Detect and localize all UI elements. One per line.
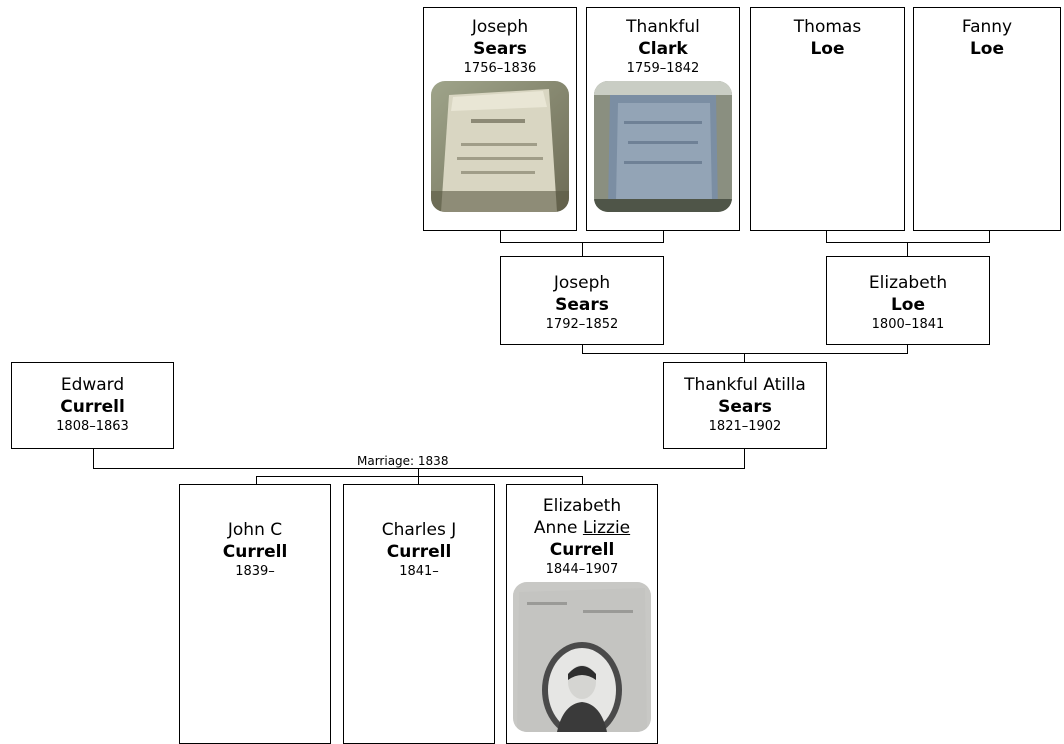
person-fanny-loe[interactable]: Fanny Loe [913, 7, 1061, 231]
life-years: 1759–1842 [626, 61, 700, 76]
connector [500, 231, 501, 243]
surname: Sears [555, 295, 609, 315]
person-john-c-currell[interactable]: John C Currell 1839– [179, 484, 331, 744]
given-name: Joseph [471, 17, 529, 37]
life-years: 1839– [235, 564, 275, 579]
middle-name: Anne [533, 518, 578, 538]
given-name: Elizabeth [868, 273, 948, 293]
surname: Sears [718, 397, 772, 417]
surname: Sears [473, 39, 527, 59]
connector [418, 476, 419, 485]
given-name: Fanny [961, 17, 1013, 37]
connector [744, 449, 745, 469]
surname: Currell [549, 540, 615, 560]
given-name: Thankful [626, 17, 700, 37]
life-years: 1800–1841 [871, 317, 945, 332]
surname: Currell [386, 542, 452, 562]
person-joseph-sears-1792[interactable]: Joseph Sears 1792–1852 [500, 256, 664, 345]
life-years: 1844–1907 [545, 562, 619, 577]
surname: Currell [60, 397, 125, 417]
connector [256, 476, 583, 477]
life-years: 1756–1836 [463, 61, 537, 76]
person-edward-currell[interactable]: Edward Currell 1808–1863 [11, 362, 174, 449]
person-elizabeth-anne-currell[interactable]: Elizabeth Anne Lizzie Currell 1844–1907 [506, 484, 658, 744]
life-years: 1808–1863 [56, 419, 129, 434]
given-name: Charles J [381, 520, 457, 540]
given-name: Elizabeth [542, 496, 622, 516]
person-charles-j-currell[interactable]: Charles J Currell 1841– [343, 484, 495, 744]
marriage-label: Marriage: 1838 [354, 454, 452, 468]
person-thomas-loe[interactable]: Thomas Loe [750, 7, 905, 231]
person-joseph-sears-1756[interactable]: Joseph Sears 1756–1836 [423, 7, 577, 231]
connector [826, 231, 827, 243]
connector [907, 242, 908, 256]
given-name: Joseph [553, 273, 611, 293]
life-years: 1792–1852 [545, 317, 619, 332]
connector [256, 476, 257, 485]
person-thankful-atilla-sears[interactable]: Thankful Atilla Sears 1821–1902 [663, 362, 827, 449]
surname: Loe [810, 39, 845, 59]
connector [744, 353, 745, 362]
surname: Loe [969, 39, 1005, 59]
connector [907, 345, 908, 354]
life-years: 1821–1902 [708, 419, 782, 434]
surname: Loe [890, 295, 926, 315]
gravestone-photo[interactable] [594, 81, 732, 212]
connector [989, 231, 990, 243]
given-name: Edward [60, 375, 125, 395]
connector [93, 449, 94, 469]
surname: Currell [222, 542, 288, 562]
connector [663, 231, 664, 243]
marriage-line [93, 468, 745, 469]
life-years: 1841– [399, 564, 439, 579]
person-elizabeth-loe[interactable]: Elizabeth Loe 1800–1841 [826, 256, 990, 345]
given-name-line2: Anne Lizzie [507, 517, 657, 539]
nickname: Lizzie [582, 518, 631, 538]
connector [582, 353, 908, 354]
gravestone-photo[interactable] [431, 81, 569, 212]
given-name: Thankful Atilla [684, 375, 806, 395]
surname: Clark [638, 39, 688, 59]
given-name: John C [227, 520, 283, 540]
connector [418, 468, 419, 477]
connector [582, 476, 583, 485]
given-name: Thomas [793, 17, 862, 37]
connector [582, 345, 583, 354]
person-thankful-clark[interactable]: Thankful Clark 1759–1842 [586, 7, 740, 231]
connector [826, 242, 990, 243]
portrait-photo[interactable] [513, 582, 651, 732]
connector [582, 242, 583, 256]
